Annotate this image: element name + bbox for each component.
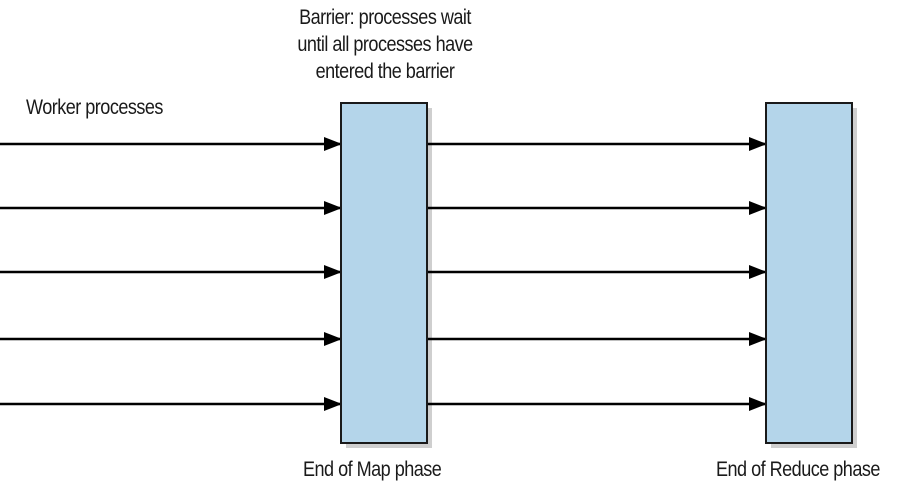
worker-arrows bbox=[0, 137, 767, 411]
barrier-caption-line-2: until all processes have bbox=[297, 33, 473, 56]
barrier-caption: Barrier: processes wait until all proces… bbox=[269, 4, 501, 85]
worker-processes-label: Worker processes bbox=[26, 96, 163, 119]
end-of-reduce-label: End of Reduce phase bbox=[716, 458, 880, 481]
barrier-caption-line-1: Barrier: processes wait bbox=[299, 6, 471, 29]
map-barrier bbox=[340, 102, 428, 444]
barrier-caption-line-3: entered the barrier bbox=[315, 60, 455, 83]
reduce-barrier bbox=[765, 102, 853, 444]
end-of-map-label: End of Map phase bbox=[303, 458, 442, 481]
barriers bbox=[340, 102, 853, 444]
